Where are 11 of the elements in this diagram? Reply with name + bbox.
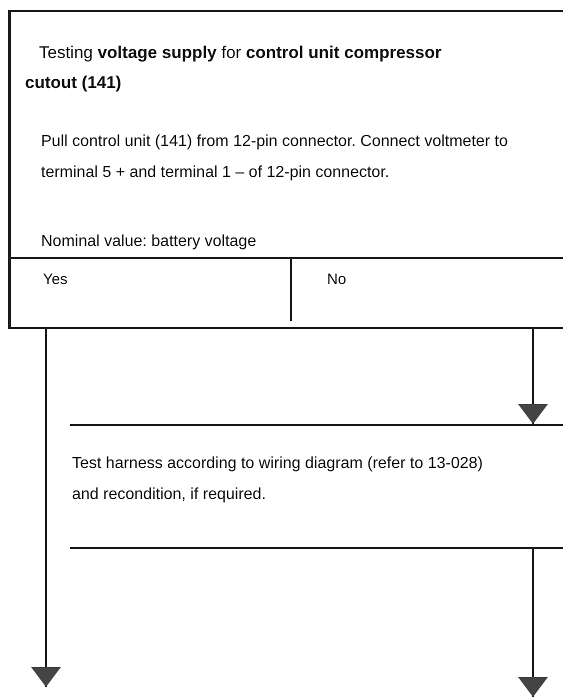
- step-instructions: Pull control unit (141) from 12-pin connector. Connect voltmeter to terminal 5 + and terminal 1 – of 12-pin connector.: [41, 132, 509, 183]
- test-step-box: [8, 10, 563, 329]
- action-text: Test harness according to wiring diagram (refer to 13-028) and recondition, if required.: [72, 454, 484, 505]
- flow-arrow: [518, 549, 548, 697]
- step-heading: Testing voltage supply for control unit compressor cutout (141): [25, 42, 442, 94]
- flow-arrow: [31, 329, 61, 687]
- action-box: [70, 424, 563, 549]
- nominal-value-text: Nominal value: battery voltage: [41, 232, 256, 252]
- flow-arrow: [518, 329, 548, 424]
- no-branch-cell: No: [292, 257, 563, 321]
- yes-branch-cell: Yes: [8, 257, 292, 321]
